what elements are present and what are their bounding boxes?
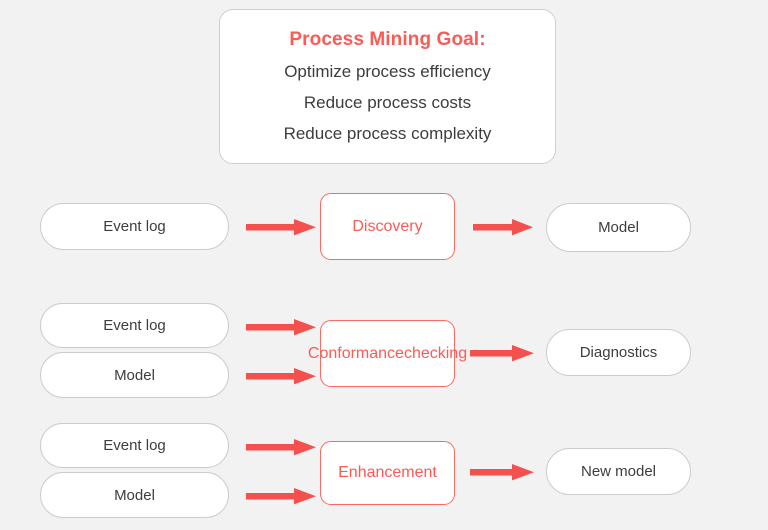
node-conformance-input-event-log: Event log [40, 303, 229, 348]
process-mining-goal-card: Process Mining Goal: Optimize process ef… [219, 9, 556, 164]
node-discovery-output-model: Model [546, 203, 691, 252]
arrow-right-icon [473, 217, 533, 237]
node-conformance-output-diagnostics: Diagnostics [546, 329, 691, 376]
process-label-line2: checking [403, 344, 468, 362]
node-enhancement-output-new-model: New model [546, 448, 691, 495]
goal-line-3: Reduce process complexity [283, 124, 492, 144]
goal-line-2: Reduce process costs [303, 92, 472, 112]
arrow-right-icon [246, 217, 316, 237]
node-enhancement-input-model: Model [40, 472, 229, 518]
node-discovery-input-event-log: Event log [40, 203, 229, 250]
goal-title: Process Mining Goal: [289, 28, 486, 50]
node-process-enhancement: Enhancement [320, 441, 455, 505]
goal-line-1: Optimize process efficiency [284, 61, 491, 81]
arrow-right-icon [246, 366, 316, 386]
arrow-right-icon [470, 343, 534, 363]
arrow-right-icon [246, 317, 316, 337]
arrow-right-icon [470, 462, 534, 482]
arrow-right-icon [246, 486, 316, 506]
node-process-discovery: Discovery [320, 193, 455, 260]
arrow-right-icon [246, 437, 316, 457]
node-process-conformance-checking: Conformance checking [308, 320, 467, 387]
node-conformance-input-model: Model [40, 352, 229, 398]
process-label-line1: Conformance [307, 344, 404, 362]
node-enhancement-input-event-log: Event log [40, 423, 229, 468]
